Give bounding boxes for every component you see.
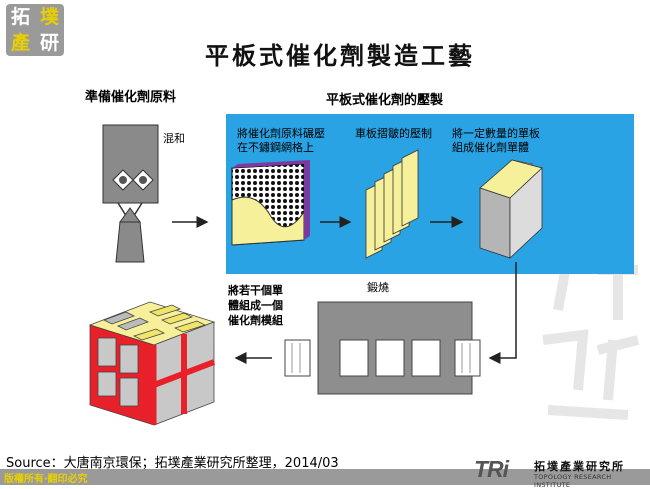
corrugated-plates-graphic <box>365 149 419 259</box>
calcination-furnace-graphic <box>284 301 481 395</box>
mixer-graphic <box>102 124 159 263</box>
plate-pressing-label: 車板摺皺的壓制 <box>355 127 432 140</box>
assemble-module-label: 將若干個單 體組成一個 催化劑模組 <box>228 283 283 328</box>
pressing-heading: 平板式催化劑的壓製 <box>326 93 444 108</box>
press-onto-mesh-line-1: 將催化劑原料碾壓 <box>237 127 325 140</box>
brand-name-en: TOPOLOGY RESEARCH INSTITUTE <box>534 473 612 489</box>
assemble-module-line-2: 體組成一個 <box>228 299 283 312</box>
catalyst-unit-graphic <box>479 159 543 259</box>
assemble-module-line-1: 將若干個單 <box>228 284 283 297</box>
logo: 拓 墣 產 研 <box>6 4 64 56</box>
mesh-pressing-graphic <box>231 160 310 246</box>
calcination-label: 鍛燒 <box>367 281 389 294</box>
assemble-unit-label: 將一定數量的單板 組成催化劑單體 <box>452 127 540 155</box>
copyright-text: 版權所有‧翻印必究 <box>4 474 88 485</box>
press-onto-mesh-label: 將催化劑原料碾壓 在不鏽鋼網格上 <box>237 127 325 155</box>
logo-char-3: 產 <box>10 32 30 54</box>
arrow-to-calcination <box>488 262 517 364</box>
raw-materials-heading: 準備催化劑原料 <box>85 90 177 105</box>
logo-char-4: 研 <box>39 32 59 54</box>
mixing-label: 混和 <box>163 132 185 145</box>
assemble-unit-line-1: 將一定數量的單板 <box>452 127 540 140</box>
assemble-module-line-3: 催化劑模組 <box>228 314 283 327</box>
source-note: Source：大唐南京環保；拓墣產業研究所整理，2014/03 <box>6 456 339 471</box>
assemble-unit-line-2: 組成催化劑單體 <box>452 141 529 154</box>
logo-char-1: 拓 <box>10 6 30 28</box>
press-onto-mesh-line-2: 在不鏽鋼網格上 <box>237 141 314 154</box>
catalyst-module-graphic <box>88 301 216 426</box>
brand-logo: TRi <box>474 456 509 482</box>
page-title: 平板式催化劑製造工藝 <box>205 41 475 70</box>
footer-bar <box>0 469 650 485</box>
brand-name-zh: 拓墣產業研究所 <box>534 460 625 473</box>
logo-char-2: 墣 <box>39 6 59 28</box>
